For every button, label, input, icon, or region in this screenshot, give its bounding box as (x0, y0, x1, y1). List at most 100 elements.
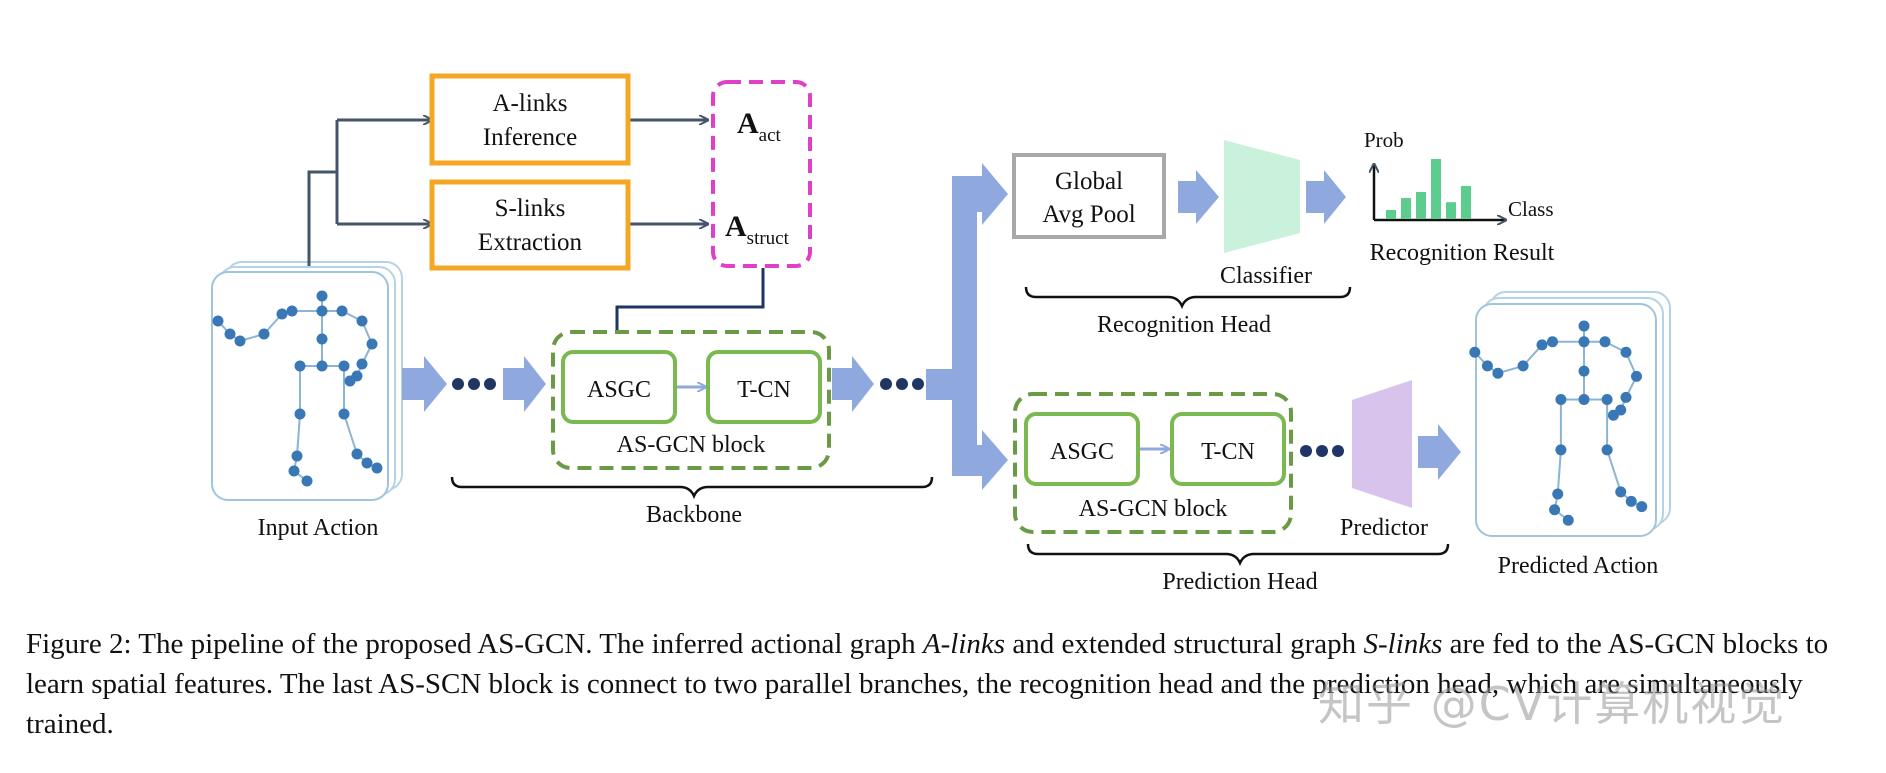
backbone-brace (450, 476, 934, 500)
skeleton-joint (301, 475, 313, 487)
skeleton-joint (338, 408, 350, 420)
skeleton-joint (1615, 486, 1627, 498)
avg-pool-label: Avg Pool (1042, 201, 1135, 228)
input-action-label: Input Action (258, 515, 379, 541)
backbone-tcn-label: T-CN (737, 377, 791, 403)
skeleton-joint (288, 465, 300, 477)
skeleton-joint (294, 408, 306, 420)
skeleton-joint (1517, 360, 1529, 372)
classifier-label: Classifier (1220, 263, 1312, 289)
ellipsis-dots-2 (880, 378, 924, 390)
skeleton-bone (343, 413, 358, 455)
recognition-result-chart: Prob Class (1364, 128, 1554, 221)
prediction-tcn-label: T-CN (1201, 439, 1255, 465)
skeleton-joint (1562, 514, 1574, 526)
skeleton-joint (1549, 504, 1561, 516)
skeleton-joint (356, 358, 368, 370)
result-bar (1416, 192, 1426, 219)
skeleton-joint (366, 338, 378, 350)
block-to-dots-arrow (832, 356, 874, 412)
skeleton-joint (286, 305, 298, 317)
skeleton-joint (1631, 370, 1642, 382)
skeleton-bone (1556, 449, 1562, 495)
caption-alinks: A-links (922, 628, 1006, 660)
skeleton-joint (1599, 336, 1611, 348)
classifier-trapezoid (1224, 140, 1300, 253)
input-branch-lines (307, 120, 708, 266)
skeleton-joint (234, 335, 246, 347)
skeleton-joint (1578, 320, 1590, 332)
a-struct-matrix: Astruct (725, 210, 790, 249)
input-skeleton (212, 290, 383, 487)
s-links-sub-label: Extraction (478, 229, 583, 256)
a-links-label: A-links (493, 90, 568, 117)
backbone-asgc-box (561, 350, 677, 424)
skeleton-joint (1625, 495, 1637, 507)
skeleton-joint (1555, 444, 1567, 456)
skeleton-bone (296, 413, 301, 457)
class-axis-label: Class (1508, 197, 1554, 221)
global-avg-pool-box (1012, 153, 1166, 239)
result-bar (1386, 210, 1396, 219)
skeleton-joint (1601, 394, 1613, 405)
ellipsis-dots-1 (452, 378, 496, 390)
skeleton-joint (1481, 360, 1493, 372)
skeleton-joint (1620, 346, 1632, 358)
caption-slinks: S-links (1363, 628, 1443, 660)
skeleton-joint (344, 375, 356, 387)
predicted-action-label: Predicted Action (1498, 553, 1659, 579)
prediction-asgc-box (1024, 412, 1140, 486)
backbone-block-label: AS-GCN block (617, 432, 766, 458)
skeleton-joint (1601, 444, 1613, 456)
split-arrow (926, 163, 1008, 490)
skeleton-joint (1469, 346, 1481, 358)
watermark: 知乎 @CV计算机视觉 (1318, 677, 1787, 731)
dots-to-block-arrow (503, 356, 546, 412)
global-pool-label: Global (1055, 168, 1123, 195)
backbone-asgc-label: ASGC (587, 377, 651, 403)
prob-axis-label: Prob (1364, 128, 1404, 152)
skeleton-joint (1578, 365, 1590, 377)
pipeline-diagram: Input Action A-links Inference S-links E… (211, 73, 1671, 595)
result-bar (1446, 202, 1456, 219)
result-bar (1431, 159, 1441, 219)
skeleton-joint (1578, 394, 1590, 405)
matrices-to-backbone-arrow (610, 268, 765, 350)
skeleton-joint (371, 462, 383, 474)
skeleton-bone (1606, 449, 1622, 493)
figure-caption: Figure 2: The pipeline of the proposed A… (26, 624, 1856, 744)
skeleton-joint (276, 308, 288, 320)
skeleton-joint (1636, 501, 1648, 513)
prediction-brace (1026, 543, 1450, 567)
skeleton-joint (316, 305, 328, 317)
s-links-label: S-links (495, 195, 566, 222)
predicted-action-stack (1469, 291, 1671, 537)
recognition-result-label: Recognition Result (1370, 240, 1555, 266)
caption-text-1: The pipeline of the proposed AS-GCN. The… (138, 628, 923, 660)
input-action-stack (211, 261, 403, 501)
skeleton-joint (224, 328, 236, 340)
backbone-tcn-box (706, 350, 822, 424)
caption-text-3: are fed to the AS-GCN blocks to learn sp… (26, 628, 1829, 740)
skeleton-joint (316, 290, 328, 302)
recognition-head-label: Recognition Head (1097, 312, 1271, 338)
skeleton-joint (291, 450, 303, 462)
skeleton-joint (258, 328, 270, 340)
backbone-label: Backbone (646, 502, 742, 528)
input-to-dots-arrow (402, 356, 447, 412)
skeleton-joint (1552, 488, 1564, 500)
prediction-block-label: AS-GCN block (1079, 496, 1228, 522)
skeleton-joint (1547, 336, 1558, 348)
predicted-skeleton (1469, 320, 1648, 526)
result-bars (1386, 159, 1471, 219)
caption-lead: Figure 2: (26, 628, 132, 660)
a-act-matrix: Aact (737, 107, 782, 146)
adjacency-matrices-box (711, 80, 812, 268)
skeleton-joint (336, 305, 348, 317)
skeleton-joint (212, 315, 224, 327)
skeleton-joint (1578, 336, 1590, 348)
predictor-label: Predictor (1340, 515, 1428, 541)
predictor-trapezoid (1352, 380, 1412, 508)
skeleton-joint (294, 360, 306, 372)
prediction-head-label: Prediction Head (1162, 569, 1317, 595)
